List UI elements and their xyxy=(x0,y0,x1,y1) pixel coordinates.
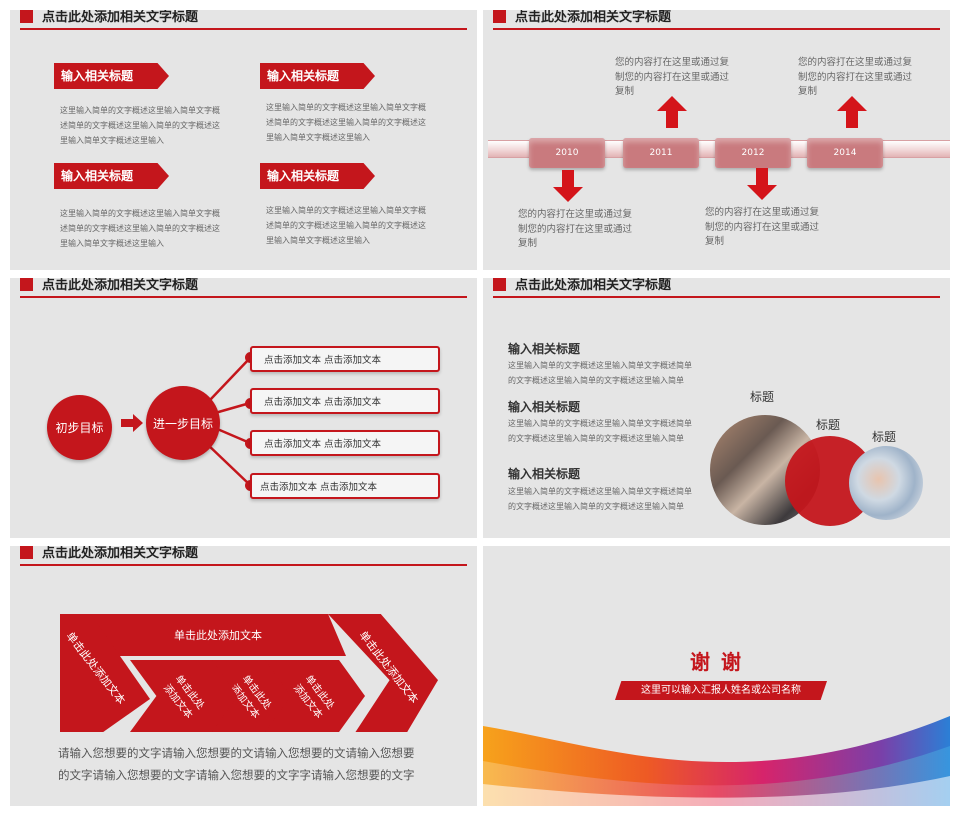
label-1: 标题 xyxy=(750,390,775,404)
text-2: 这里输入简单的文字概述这里输入简单文字概述简单 的文字概述这里输入简单的文字概述… xyxy=(508,419,692,443)
label-2: 标题 xyxy=(816,418,841,432)
chevron-1-label: 单击此处 添加文本 xyxy=(160,673,206,721)
text-1: 这里输入简单的文字概述这里输入简单文字概述简单 的文字概述这里输入简单的文字概述… xyxy=(508,361,692,385)
title-square xyxy=(20,546,33,559)
tag-3: 输入相关标题 xyxy=(54,163,169,189)
text-3: 这里输入简单的文字概述这里输入简单文字概述简单 的文字概述这里输入简单的文字概述… xyxy=(508,487,692,511)
year-2012: 2012 xyxy=(715,138,791,168)
tag-2: 输入相关标题 xyxy=(260,63,375,89)
slide-title: 点击此处添加相关文字标题 xyxy=(515,10,672,25)
text-2011: 您的内容打在这里或通过复 制您的内容打在这里或通过 复制 xyxy=(615,57,730,97)
text-1: 这里输入简单的文字概述这里输入简单文字概 述简单的文字概述这里输入简单的文字概述… xyxy=(60,106,220,145)
tag-4: 输入相关标题 xyxy=(260,163,375,189)
subtitle-banner: 这里可以输入汇报人姓名或公司名称 xyxy=(615,681,827,700)
slide-4[interactable]: 点击此处添加相关文字标题 输入相关标题 这里输入简单的文字概述这里输入简单文字概… xyxy=(483,278,950,538)
arrow-down-icon xyxy=(747,168,777,200)
text-2014: 您的内容打在这里或通过复 制您的内容打在这里或通过 复制 xyxy=(798,57,913,97)
year-2014: 2014 xyxy=(807,138,883,168)
heading-1: 输入相关标题 xyxy=(508,342,581,356)
top-bar: 单击此处添加文本 xyxy=(90,614,346,656)
arrow-up-icon xyxy=(657,96,687,128)
title-square xyxy=(493,278,506,291)
title-underline xyxy=(493,28,940,30)
arrow-down-icon xyxy=(553,170,583,202)
slide-title: 点击此处添加相关文字标题 xyxy=(515,278,672,293)
title-underline xyxy=(20,296,467,298)
goal-advanced: 进一步目标 xyxy=(146,386,220,460)
chevron-3-label: 单击此处 添加文本 xyxy=(290,673,336,721)
text-2010: 您的内容打在这里或通过复 制您的内容打在这里或通过 复制 xyxy=(518,209,633,249)
text-2: 这里输入简单的文字概述这里输入简单文字概 述简单的文字概述这里输入简单的文字概述… xyxy=(266,103,426,142)
slide-title: 点击此处添加相关文字标题 xyxy=(42,546,199,561)
title-square xyxy=(20,278,33,291)
arrow-up-icon xyxy=(837,96,867,128)
box-3: 点击添加文本 点击添加文本 xyxy=(250,430,440,456)
slide-1[interactable]: 点击此处添加相关文字标题 输入相关标题 这里输入简单的文字概述这里输入简单文字概… xyxy=(10,10,477,270)
slide-2[interactable]: 点击此处添加相关文字标题 2010 2011 2012 2014 您的内容打在这… xyxy=(483,10,950,270)
thanks-text: 谢 谢 xyxy=(690,650,743,674)
label-3: 标题 xyxy=(872,430,897,444)
right-diagonal-label: 单击此处添加文本 xyxy=(356,628,421,706)
slide-title: 点击此处添加相关文字标题 xyxy=(42,10,199,25)
text-4: 这里输入简单的文字概述这里输入简单文字概 述简单的文字概述这里输入简单的文字概述… xyxy=(266,206,426,245)
tag-1: 输入相关标题 xyxy=(54,63,169,89)
connector-lines xyxy=(205,357,251,486)
year-2010: 2010 xyxy=(529,138,605,168)
slide-6[interactable]: 谢 谢 这里可以输入汇报人姓名或公司名称 xyxy=(483,546,950,806)
title-underline xyxy=(493,296,940,298)
arrow-right-icon xyxy=(121,414,143,432)
text-3: 这里输入简单的文字概述这里输入简单文字概 述简单的文字概述这里输入简单的文字概述… xyxy=(60,209,220,248)
title-underline xyxy=(20,564,467,566)
text-2012: 您的内容打在这里或通过复 制您的内容打在这里或通过 复制 xyxy=(705,207,820,247)
box-2: 点击添加文本 点击添加文本 xyxy=(250,388,440,414)
color-wave xyxy=(483,716,950,806)
slide-5[interactable]: 点击此处添加相关文字标题 单击此处添加文本 单击此处添加文本 单击此处添加文本 … xyxy=(10,546,477,806)
year-2011: 2011 xyxy=(623,138,699,168)
title-square xyxy=(493,10,506,23)
goal-initial: 初步目标 xyxy=(47,395,112,460)
heading-3: 输入相关标题 xyxy=(508,467,581,481)
title-square xyxy=(20,10,33,23)
title-underline xyxy=(20,28,467,30)
slide-title: 点击此处添加相关文字标题 xyxy=(42,278,199,293)
box-4: 点击添加文本 点击添加文本 xyxy=(250,473,440,499)
slide-3[interactable]: 点击此处添加相关文字标题 初步目标 进一步目标 点击添加文本 点击添加文本 点击… xyxy=(10,278,477,538)
paragraph: 请输入您想要的文字请输入您想要的文请输入您想要的文请输入您想要 的文字请输入您想… xyxy=(58,746,415,782)
heading-2: 输入相关标题 xyxy=(508,400,581,414)
photo-hands xyxy=(849,446,923,520)
box-1: 点击添加文本 点击添加文本 xyxy=(250,346,440,372)
